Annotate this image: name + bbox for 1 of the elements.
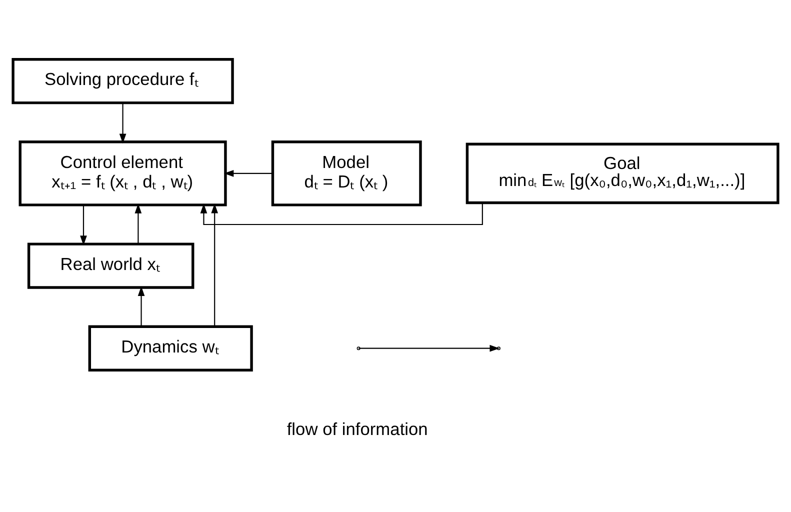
legend-label: flow of information	[286, 419, 428, 440]
